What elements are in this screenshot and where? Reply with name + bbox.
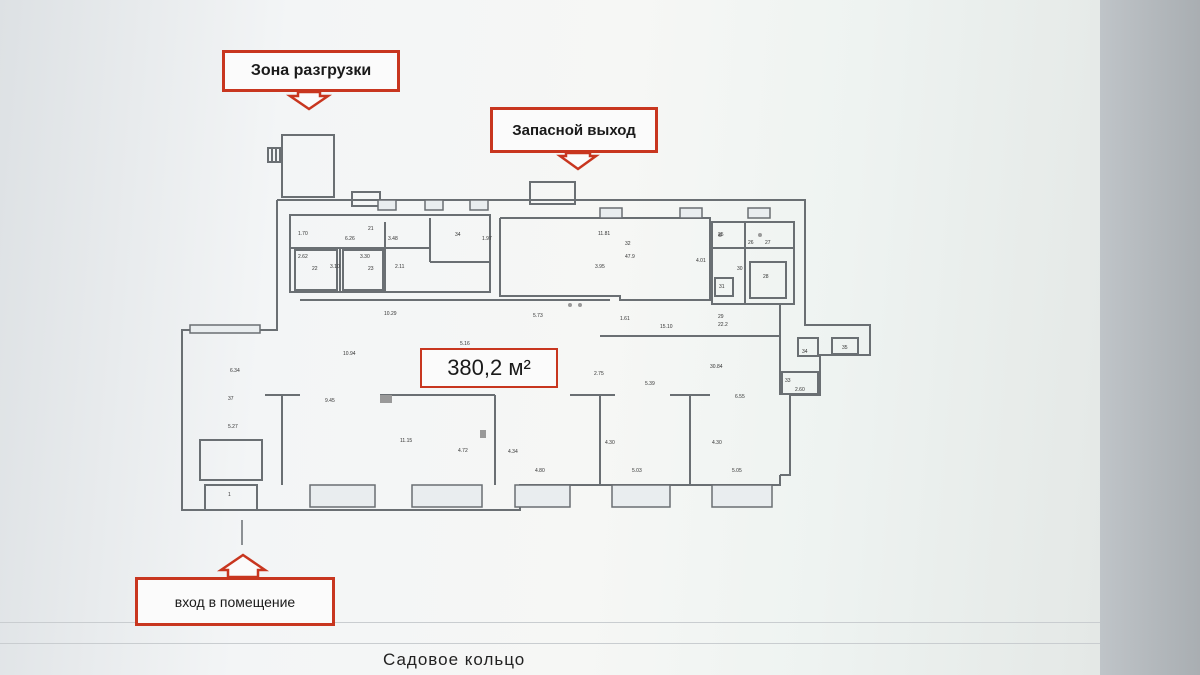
room-label: 4.30 <box>605 440 615 446</box>
divider-line <box>0 643 1100 644</box>
total-area-callout: 380,2 м² <box>420 348 558 388</box>
room-label: 11.81 <box>598 231 610 237</box>
room-label: 1.70 <box>298 231 308 237</box>
total-area-label: 380,2 м² <box>447 355 531 380</box>
floor-plan: 1.70 6.26 3.48 21 34 1.97 2.62 3.10 3.30… <box>181 90 871 579</box>
room-label: 33 <box>785 378 791 384</box>
room-label: 11.15 <box>400 438 412 444</box>
room-label: 9.45 <box>325 398 335 404</box>
room-label: 34 <box>455 232 461 238</box>
arrow-down-icon <box>285 90 333 111</box>
room-label: 23 <box>368 266 374 272</box>
room-label: 2.60 <box>795 387 805 393</box>
room-label: 3.30 <box>360 254 370 260</box>
room-label: 26 <box>748 240 754 246</box>
room-label: 29 <box>718 314 724 320</box>
room-label: 10.29 <box>384 311 397 317</box>
room-label: 22.2 <box>718 322 728 328</box>
room-label: 2.75 <box>594 371 604 377</box>
room-label: 5.16 <box>460 341 470 347</box>
arrow-up-icon <box>216 553 270 579</box>
room-label: 2.62 <box>298 254 308 260</box>
unloading-annex <box>281 134 335 198</box>
room-label: 2.11 <box>395 264 405 270</box>
room-label: 4.30 <box>712 440 722 446</box>
room-label: 32 <box>625 241 631 247</box>
street-name: Садовое кольцо <box>383 650 526 669</box>
room-label: 1 <box>228 492 231 498</box>
unloading-zone-label: Зона разгрузки <box>250 62 372 79</box>
room-label: 35 <box>842 345 848 351</box>
room-label: 6.55 <box>735 394 745 400</box>
room-label: 3.48 <box>388 236 398 242</box>
entrance-callout: вход в помещение <box>135 577 335 626</box>
exit-annex <box>529 181 576 205</box>
room-label: 30.84 <box>710 364 723 370</box>
entrance-label: вход в помещение <box>174 593 296 610</box>
room-label: 4.01 <box>696 258 706 264</box>
monitor-bezel <box>1100 0 1200 675</box>
room-label: 4.34 <box>508 449 518 455</box>
room-label: 3.95 <box>595 264 605 270</box>
room-label: 21 <box>368 226 374 232</box>
room-label: 5.73 <box>533 313 543 319</box>
room-label: 1.61 <box>620 316 630 322</box>
room-label: 1.97 <box>482 236 492 242</box>
room-label: 10.94 <box>343 351 356 357</box>
room-label: 6.26 <box>345 236 355 242</box>
room-label: 31 <box>719 284 725 290</box>
room-label: 15.10 <box>660 324 673 330</box>
room-label: 3.10 <box>330 264 340 270</box>
room-label: 5.39 <box>645 381 655 387</box>
room-label: 28 <box>763 274 769 280</box>
room-label: 25 <box>718 232 724 238</box>
room-label: 27 <box>765 240 771 246</box>
divider-line <box>0 622 1100 623</box>
room-label: 47.9 <box>625 254 635 260</box>
unloading-zone-callout: Зона разгрузки <box>222 50 400 92</box>
room-label: 22 <box>312 266 318 272</box>
room-label: 37 <box>228 396 234 402</box>
room-label: 5.27 <box>228 424 238 430</box>
arrow-down-icon <box>556 151 600 171</box>
room-label: 6.34 <box>230 368 240 374</box>
room-label: 30 <box>737 266 743 272</box>
emergency-exit-callout: Запасной выход <box>490 107 658 153</box>
room-label: 5.03 <box>632 468 642 474</box>
room-label: 5.05 <box>732 468 742 474</box>
room-label: 4.80 <box>535 468 545 474</box>
room-label: 4.72 <box>458 448 468 454</box>
emergency-exit-label: Запасной выход <box>512 121 636 139</box>
room-label: 34 <box>802 349 808 355</box>
